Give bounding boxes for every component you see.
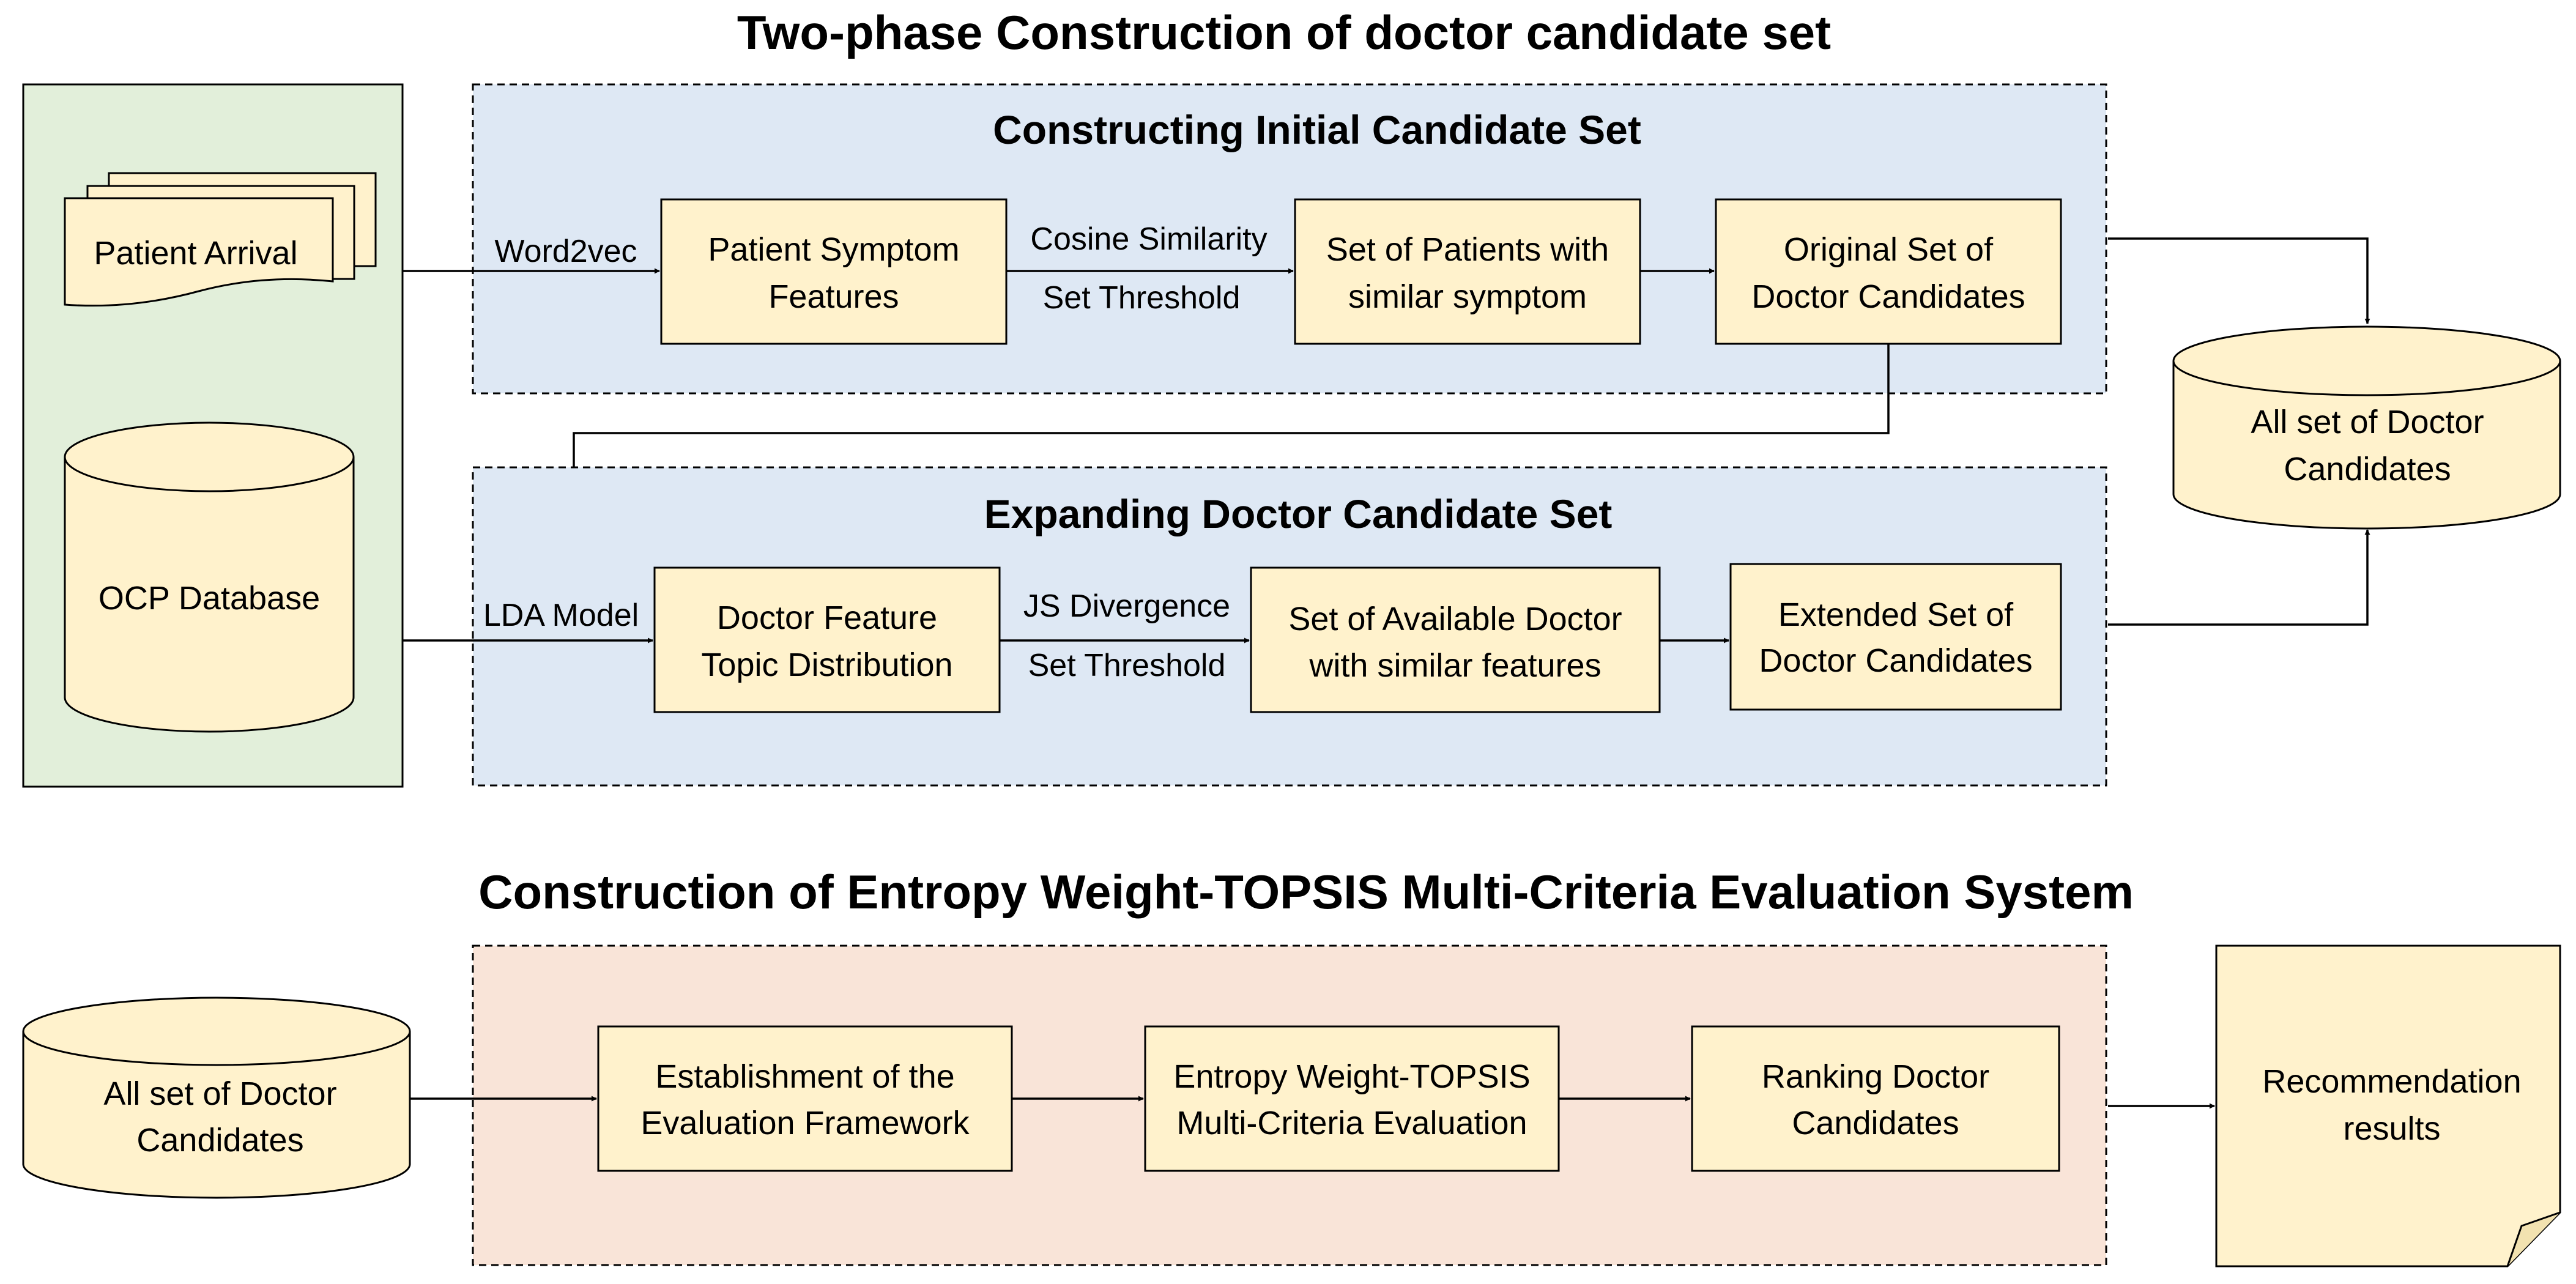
cosine-similarity-label: Cosine Similarity xyxy=(1030,221,1267,257)
set-threshold-label-2: Set Threshold xyxy=(1028,648,1226,683)
patient-symptom-features-line1: Patient Symptom xyxy=(708,231,959,268)
ocp-database-label: OCP Database xyxy=(98,580,320,617)
evaluation-framework-box xyxy=(597,1025,1013,1172)
patient-arrival-document: Patient Arrival xyxy=(64,172,377,307)
ocp-database-cylinder: OCP Database xyxy=(64,421,355,733)
top-section-title: Two-phase Construction of doctor candida… xyxy=(737,6,1831,59)
lda-model-label: LDA Model xyxy=(483,598,639,633)
all-candidates-cylinder-top: All set of Doctor Candidates xyxy=(2172,325,2561,530)
recommendation-results-line2: results xyxy=(2343,1110,2440,1147)
entropy-topsis-box xyxy=(1144,1025,1560,1172)
word2vec-label: Word2vec xyxy=(494,234,637,269)
evaluation-framework-line1: Establishment of the xyxy=(655,1058,954,1095)
doctor-topic-box xyxy=(653,566,1001,713)
arrow-original-to-output xyxy=(2108,237,2370,324)
recommendation-results-document: Recommendation results xyxy=(2215,944,2561,1267)
original-candidates-line2: Doctor Candidates xyxy=(1751,278,2025,315)
all-candidates-bottom-line2: Candidates xyxy=(136,1122,303,1159)
doctor-topic-line2: Topic Distribution xyxy=(701,647,952,683)
evaluation-framework-line2: Evaluation Framework xyxy=(640,1105,970,1141)
extended-candidates-box xyxy=(1729,563,2062,711)
available-doctors-line1: Set of Available Doctor xyxy=(1288,601,1622,637)
ranking-line2: Candidates xyxy=(1792,1105,1959,1141)
entropy-topsis-line1: Entropy Weight-TOPSIS xyxy=(1173,1058,1530,1095)
extended-candidates-line1: Extended Set of xyxy=(1778,596,2014,633)
bottom-section-title: Construction of Entropy Weight-TOPSIS Mu… xyxy=(478,865,2134,919)
patient-symptom-features-line2: Features xyxy=(768,278,899,315)
patient-symptom-features-box xyxy=(660,198,1008,345)
ranking-box xyxy=(1691,1025,2060,1172)
similar-patients-box xyxy=(1294,198,1641,345)
original-candidates-line1: Original Set of xyxy=(1784,231,1994,268)
recommendation-results-line1: Recommendation xyxy=(2262,1063,2521,1100)
arrow-extended-to-output xyxy=(2108,529,2370,626)
similar-patients-line2: similar symptom xyxy=(1348,278,1587,315)
entropy-topsis-line2: Multi-Criteria Evaluation xyxy=(1176,1105,1527,1141)
all-candidates-cylinder-bottom: All set of Doctor Candidates xyxy=(22,996,411,1199)
doctor-topic-line1: Doctor Feature xyxy=(717,599,937,636)
all-candidates-bottom-line1: All set of Doctor xyxy=(103,1075,336,1112)
original-candidates-box xyxy=(1715,198,2062,345)
available-doctors-box xyxy=(1250,566,1661,713)
extended-candidates-line2: Doctor Candidates xyxy=(1759,642,2032,679)
all-candidates-top-line2: Candidates xyxy=(2284,451,2451,488)
available-doctors-line2: with similar features xyxy=(1308,647,1601,684)
all-candidates-top-line1: All set of Doctor xyxy=(2251,404,2484,440)
ranking-line1: Ranking Doctor xyxy=(1762,1058,1989,1095)
similar-patients-line1: Set of Patients with xyxy=(1326,231,1609,268)
set-threshold-label-1: Set Threshold xyxy=(1043,280,1241,316)
js-divergence-label: JS Divergence xyxy=(1023,588,1230,624)
phase1-title: Constructing Initial Candidate Set xyxy=(993,107,1641,152)
patient-arrival-label: Patient Arrival xyxy=(94,235,297,272)
phase2-title: Expanding Doctor Candidate Set xyxy=(984,491,1613,536)
